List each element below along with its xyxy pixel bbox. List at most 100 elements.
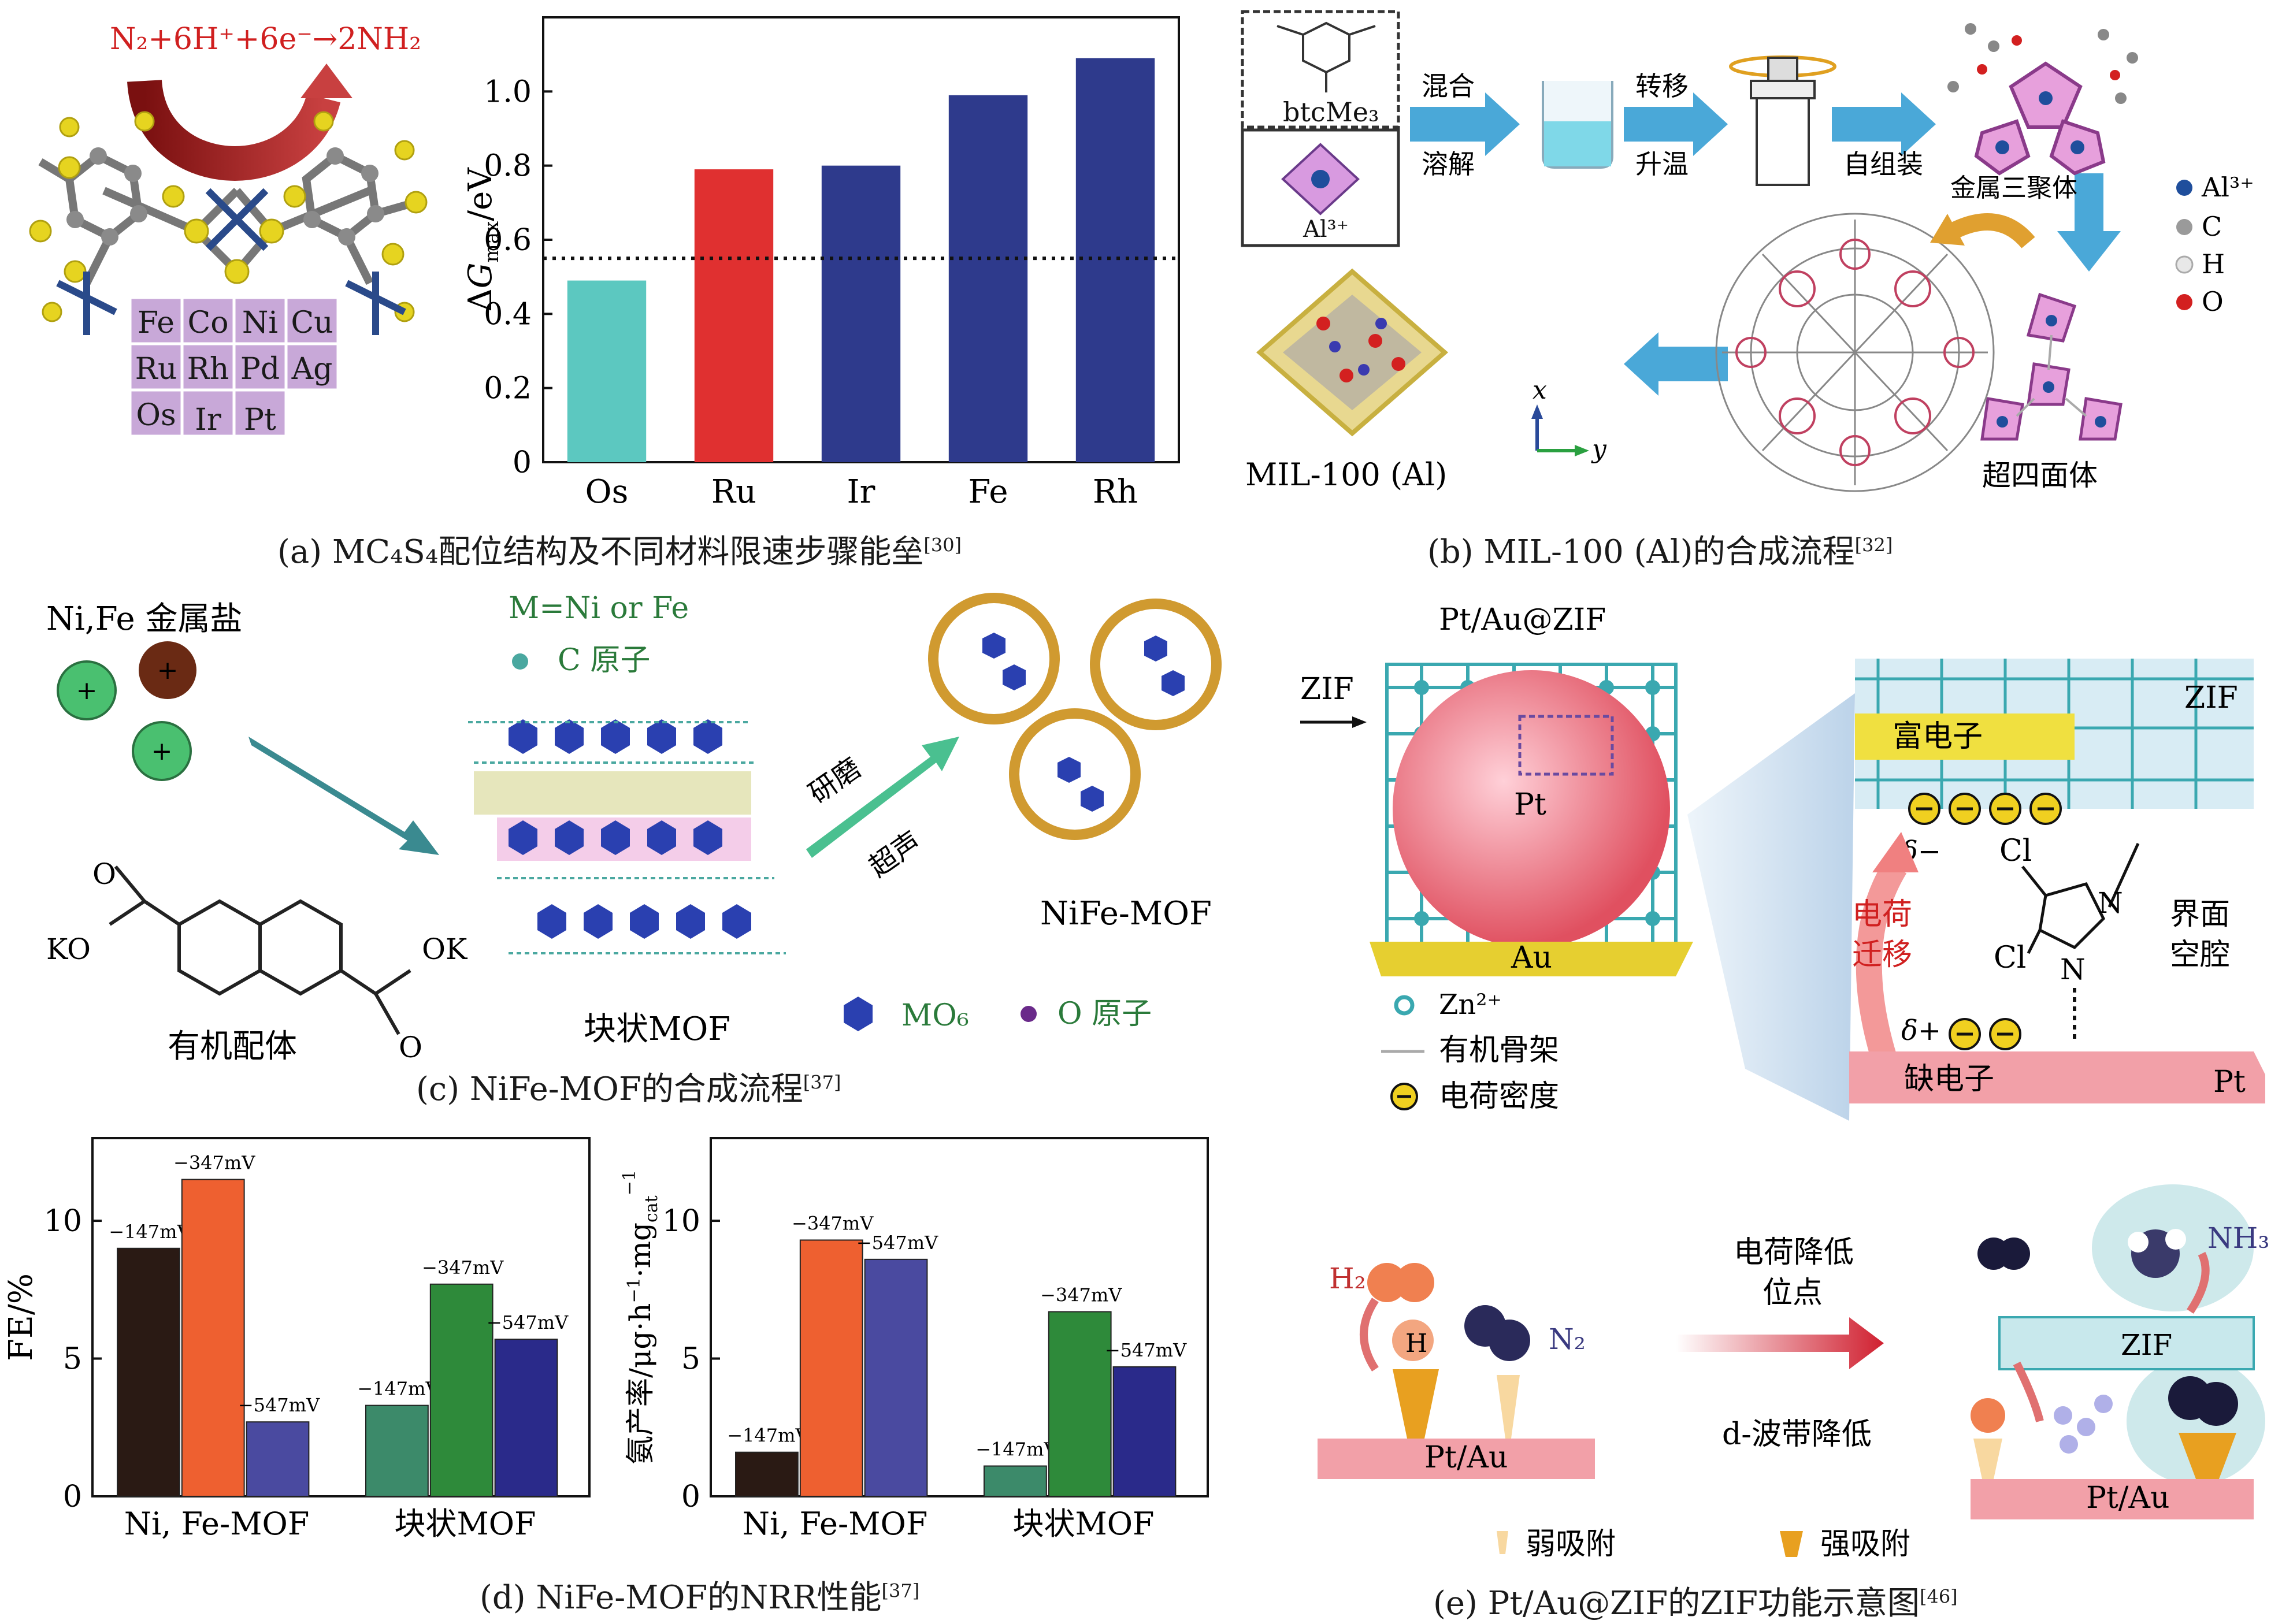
- svg-text:+: +: [157, 656, 179, 685]
- svg-text:Au: Au: [1511, 941, 1552, 975]
- x-tick-label: Ir: [847, 473, 875, 511]
- bar-0-1: [799, 1239, 863, 1497]
- nanosheets: [928, 593, 1222, 840]
- svg-text:Os: Os: [136, 398, 176, 433]
- x-tick-label: Fe: [969, 473, 1008, 511]
- bar-label: −347mV: [173, 1152, 255, 1174]
- atom-legend: Al³⁺ C H O: [2175, 172, 2254, 317]
- svg-text:缺电子: 缺电子: [1904, 1062, 1994, 1097]
- svg-text:H₂: H₂: [1329, 1262, 1366, 1295]
- bar-1-2: [1112, 1366, 1177, 1497]
- bar-ru: [694, 169, 774, 462]
- y-tick-label: 5: [681, 1342, 700, 1377]
- svg-text:NiFe-MOF: NiFe-MOF: [1040, 895, 1212, 932]
- metal-centers: [56, 188, 406, 335]
- svg-text:ZIF: ZIF: [2121, 1328, 2172, 1362]
- y-axis-label: FE/%: [2, 1273, 40, 1361]
- y-tick-label: 1.0: [484, 75, 532, 109]
- sulfur-atoms: [29, 111, 428, 322]
- bar-label: −147mV: [975, 1439, 1057, 1461]
- bar-0-1: [181, 1179, 245, 1497]
- btc-label: btcMe₃: [1283, 96, 1379, 128]
- x-tick-label: Ni, Fe-MOF: [743, 1506, 928, 1542]
- bar-1-2: [494, 1339, 558, 1497]
- svg-text:混合: 混合: [1422, 70, 1475, 102]
- svg-text:OK: OK: [422, 932, 468, 966]
- carbon-atoms: [66, 147, 384, 246]
- negative-charges: [1908, 793, 2062, 825]
- svg-text:升温: 升温: [1635, 148, 1689, 180]
- svg-text:界面: 界面: [2170, 897, 2230, 932]
- x-tick-label: Ru: [711, 473, 756, 511]
- panel-b-diagram: btcMe₃ Al³⁺ 混合 溶解 转移 升温 自组装: [1241, 10, 2254, 493]
- svg-text:MIL-100 (Al): MIL-100 (Al): [1245, 456, 1447, 493]
- svg-text:H: H: [1405, 1329, 1427, 1358]
- bar-fe: [948, 95, 1028, 462]
- svg-text:x: x: [1533, 376, 1547, 405]
- bar-0-2: [246, 1421, 310, 1497]
- xy-axes: x y: [1531, 376, 1607, 464]
- bar-label: −347mV: [792, 1212, 874, 1234]
- y-tick-label: 0.6: [484, 223, 532, 258]
- panel-c-diagram: Ni,Fe 金属盐 + + + O KO: [46, 591, 1222, 1065]
- bar-label: −547mV: [1105, 1339, 1187, 1361]
- svg-text:H: H: [2202, 248, 2225, 280]
- bar-label: −547mV: [487, 1311, 569, 1333]
- svg-text:富电子: 富电子: [1893, 719, 1983, 754]
- bar-1-0: [984, 1465, 1047, 1497]
- caption-d: (d) NiFe-MOF的NRR性能[37]: [480, 1579, 920, 1616]
- svg-text:Pt: Pt: [1514, 787, 1546, 822]
- bar-0-0: [735, 1451, 799, 1497]
- svg-text:Pt/Au: Pt/Au: [2086, 1481, 2169, 1515]
- svg-text:溶解: 溶解: [1422, 148, 1475, 180]
- bar-1-1: [1048, 1311, 1112, 1497]
- svg-text:有机配体: 有机配体: [168, 1028, 297, 1065]
- svg-text:C: C: [2202, 211, 2222, 242]
- beaker-icon: [1542, 81, 1613, 169]
- y-tick-label: 0: [63, 1480, 82, 1514]
- autoclave-icon: [1729, 55, 1836, 186]
- svg-text:ZIF: ZIF: [2184, 681, 2238, 715]
- caption-b: (b) MIL-100 (Al)的合成流程[32]: [1427, 533, 1893, 571]
- bar-label: −347mV: [1040, 1284, 1122, 1306]
- y-tick-label: 0.8: [484, 149, 532, 184]
- svg-text:Rh: Rh: [187, 352, 229, 387]
- svg-text:+: +: [76, 676, 98, 705]
- x-tick-label: 块状MOF: [1012, 1506, 1154, 1542]
- svg-text:块状MOF: 块状MOF: [584, 1010, 730, 1048]
- svg-text:d-波带降低: d-波带降低: [1722, 1417, 1872, 1452]
- panel-a-structure: Fe Co Ni Cu Ru Rh Pd Ag Os Ir Pt N₂+6H⁺+…: [29, 22, 428, 438]
- svg-text:电荷: 电荷: [1852, 897, 1912, 932]
- svg-text:O: O: [2202, 286, 2224, 317]
- svg-text:Pt/Au@ZIF: Pt/Au@ZIF: [1439, 603, 1606, 637]
- y-tick-label: 0: [681, 1480, 700, 1514]
- svg-text:Pd: Pd: [240, 352, 280, 387]
- bar-label: −547mV: [856, 1232, 938, 1254]
- svg-text:Al³⁺: Al³⁺: [1303, 216, 1349, 243]
- metal-ions: + + +: [57, 641, 196, 781]
- svg-text:弱吸附: 弱吸附: [1526, 1527, 1616, 1562]
- svg-text:Ag: Ag: [291, 352, 333, 387]
- svg-text:+: +: [151, 737, 173, 766]
- svg-text:Pt/Au: Pt/Au: [1424, 1440, 1508, 1475]
- svg-text:N: N: [2060, 953, 2086, 986]
- mof-layers: [509, 719, 751, 939]
- y-tick-label: 5: [63, 1342, 82, 1377]
- svg-text:Ni,Fe 金属盐: Ni,Fe 金属盐: [46, 600, 242, 638]
- svg-text:转移: 转移: [1635, 70, 1689, 102]
- bar-0-2: [864, 1258, 928, 1497]
- svg-text:Zn²⁺: Zn²⁺: [1439, 988, 1502, 1021]
- svg-text:δ+: δ+: [1901, 1014, 1941, 1047]
- svg-text:超声: 超声: [863, 825, 927, 883]
- y-axis-label: 氨产率/μg·h−1·mgcat−1: [619, 1170, 662, 1465]
- svg-text:M=Ni or Fe: M=Ni or Fe: [509, 591, 689, 626]
- bar-os: [567, 280, 647, 462]
- svg-text:C 原子: C 原子: [558, 643, 650, 678]
- bar-rh: [1075, 58, 1155, 463]
- bar-ir: [821, 165, 901, 463]
